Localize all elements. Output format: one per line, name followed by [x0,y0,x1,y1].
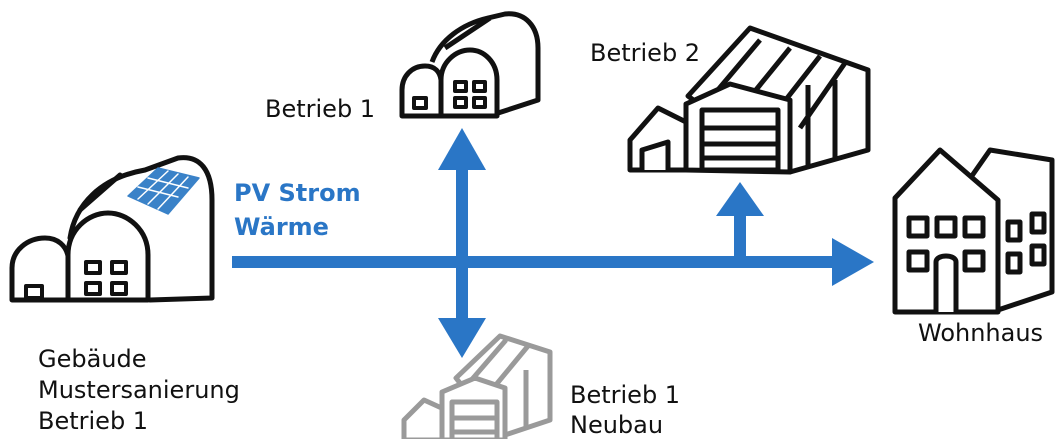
arrow-to-betrieb2 [716,182,764,216]
flow-label-waerme: Wärme [234,213,329,241]
flow-arrows [232,128,874,358]
arrow-to-wohnhaus [832,238,874,286]
arrow-to-betrieb1 [438,128,486,170]
greenhouse-icon [399,11,541,119]
warehouse-grey-icon [401,333,553,443]
label-betrieb-2: Betrieb 2 [590,39,701,67]
label-source-line-2: Mustersanierung [38,376,240,404]
branch-arrow-shaft [734,212,746,262]
label-neubau-line-2: Neubau [570,411,664,439]
main-flow-arrow-shaft [232,256,836,268]
label-betrieb-1: Betrieb 1 [265,95,376,123]
vertical-flow-arrow-shaft [456,168,468,336]
warehouse-icon [627,25,871,175]
arrow-to-neubau [438,318,486,358]
solar-panel-icon [127,167,200,215]
label-source-line-1: Gebäude [38,345,147,373]
label-neubau-line-1: Betrieb 1 [570,381,681,409]
residential-house-icon [892,147,1055,315]
flow-label-pv-strom: PV Strom [234,179,361,207]
greenhouse-with-solar-panel-icon [9,155,215,303]
label-source-line-3: Betrieb 1 [38,407,149,435]
label-wohnhaus: Wohnhaus [918,319,1044,347]
